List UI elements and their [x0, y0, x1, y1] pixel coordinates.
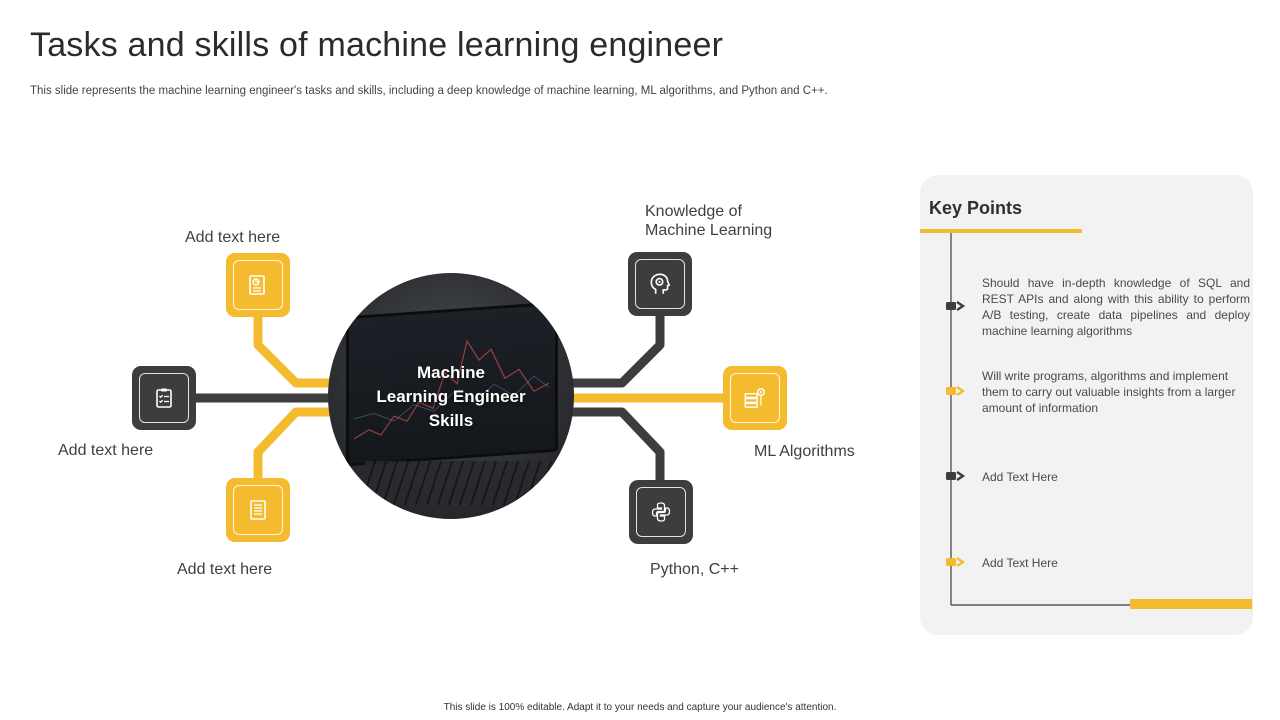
- label-top-right-line-1: Knowledge of: [645, 203, 742, 220]
- title-underline: [920, 229, 1082, 233]
- marker-1: [946, 301, 966, 311]
- marker-3: [946, 471, 966, 481]
- python-logo-icon: [651, 502, 671, 522]
- key-point-2: Will write programs, algorithms and impl…: [982, 369, 1236, 415]
- node-bottom-right[interactable]: [629, 480, 693, 544]
- label-top-left: Add text here: [185, 229, 281, 246]
- footer-note: This slide is 100% editable. Adapt it to…: [443, 702, 837, 713]
- connector-top-left: [253, 316, 340, 388]
- connector-top-right: [562, 316, 665, 388]
- hub-label-line-2: Learning Engineer: [376, 387, 526, 406]
- central-hub-image: Machine Learning Engineer Skills: [328, 273, 574, 519]
- label-bottom-right: Python, C++: [650, 561, 739, 578]
- node-mid-left[interactable]: [132, 366, 196, 430]
- key-points-panel: [920, 175, 1253, 635]
- hub-label-line-1: Machine: [416, 363, 486, 382]
- head-gear-icon: [650, 273, 671, 294]
- node-top-left[interactable]: [226, 253, 290, 317]
- key-points-title: Key Points: [929, 198, 1023, 218]
- node-bottom-left[interactable]: [226, 478, 290, 542]
- label-top-right-line-2: Machine Learning: [645, 222, 773, 239]
- timeline-accent-bar: [1130, 599, 1252, 609]
- marker-2: [946, 386, 966, 396]
- key-point-3: Add Text Here: [982, 470, 1058, 484]
- connector-bottom-left: [253, 407, 340, 478]
- label-top-right: Knowledge of Machine Learning: [645, 202, 772, 240]
- hub-label-line-3: Skills: [428, 411, 474, 430]
- page-subtitle: This slide represents the machine learni…: [30, 85, 828, 97]
- label-bottom-left: Add text here: [177, 561, 273, 578]
- stock-chart-graphic: [353, 339, 550, 440]
- node-top-right[interactable]: [628, 252, 692, 316]
- clipboard-checklist-icon: [156, 388, 172, 408]
- laptop-screen: [346, 301, 558, 467]
- document-lines-icon: [250, 500, 266, 520]
- page-title: Tasks and skills of machine learning eng…: [30, 26, 724, 64]
- connector-bottom-right: [562, 407, 665, 480]
- hub-label: Machine Learning Engineer Skills: [328, 361, 574, 433]
- key-point-4: Add Text Here: [982, 556, 1058, 570]
- label-mid-right: ML Algorithms: [754, 443, 855, 460]
- document-chart-icon: [249, 275, 265, 295]
- node-mid-right[interactable]: [723, 366, 787, 430]
- database-gear-icon: [744, 388, 765, 408]
- label-mid-left: Add text here: [58, 442, 154, 459]
- marker-4: [946, 557, 966, 567]
- key-point-1: Should have in-depth knowledge of SQL an…: [982, 276, 1250, 338]
